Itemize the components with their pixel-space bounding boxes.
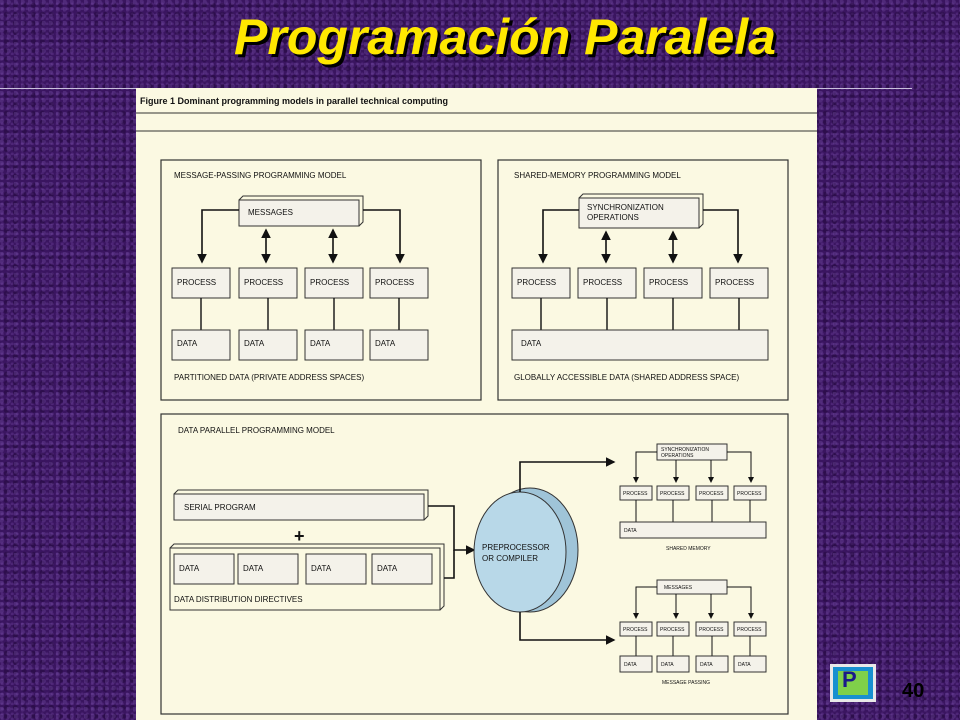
mini-sm-process-1: PROCESS xyxy=(623,491,648,497)
mp-data-4: DATA xyxy=(375,339,396,348)
mini-mp-process-2: PROCESS xyxy=(660,627,685,633)
sm-footer: GLOBALLY ACCESSIBLE DATA (SHARED ADDRESS… xyxy=(514,373,739,382)
mini-mp-process-1: PROCESS xyxy=(623,627,648,633)
mp-messages: MESSAGES xyxy=(248,208,293,217)
dp-data-1: DATA xyxy=(179,564,200,573)
sm-process-1: PROCESS xyxy=(517,278,556,287)
message-passing-model: MESSAGE-PASSING PROGRAMMING MODEL MESSAG… xyxy=(160,159,482,401)
mini-sm-data: DATA xyxy=(624,528,637,534)
dp-serial-program: SERIAL PROGRAM xyxy=(184,503,256,512)
mp-process-1: PROCESS xyxy=(177,278,216,287)
figure-caption: Figure 1 Dominant programming models in … xyxy=(140,96,448,106)
mp-process-2: PROCESS xyxy=(244,278,283,287)
dp-heading: DATA PARALLEL PROGRAMMING MODEL xyxy=(178,426,335,435)
mini-sm-process-3: PROCESS xyxy=(699,491,724,497)
sm-process-2: PROCESS xyxy=(583,278,622,287)
mini-message-passing: MESSAGES PROCESS PROCESS PROCESS PROCESS… xyxy=(619,579,767,686)
mp-data-1: DATA xyxy=(177,339,198,348)
mini-mp-messages: MESSAGES xyxy=(664,585,693,591)
mini-mp-data-2: DATA xyxy=(661,662,674,668)
mp-data-2: DATA xyxy=(244,339,265,348)
mini-mp-data-1: DATA xyxy=(624,662,637,668)
mini-mp-data-3: DATA xyxy=(700,662,713,668)
dp-data-4: DATA xyxy=(377,564,398,573)
slide-title: Programación Paralela xyxy=(234,9,776,65)
dp-directives: DATA DISTRIBUTION DIRECTIVES xyxy=(174,595,303,604)
mini-sm-label: SHARED MEMORY xyxy=(666,546,711,552)
dp-data-2: DATA xyxy=(243,564,264,573)
page-number: 40 xyxy=(902,680,925,702)
mp-process-4: PROCESS xyxy=(375,278,414,287)
dp-plus: + xyxy=(294,526,305,546)
figure-diagram: Figure 1 Dominant programming models in … xyxy=(136,96,817,715)
mini-sm-process-2: PROCESS xyxy=(660,491,685,497)
sm-process-3: PROCESS xyxy=(649,278,688,287)
dp-compiler-line2: OR COMPILER xyxy=(482,554,538,563)
sm-data: DATA xyxy=(521,339,542,348)
logo-glyph: P xyxy=(842,667,857,692)
mp-data-3: DATA xyxy=(310,339,331,348)
mini-sm-process-4: PROCESS xyxy=(737,491,762,497)
data-parallel-model: DATA PARALLEL PROGRAMMING MODEL SERIAL P… xyxy=(160,413,789,715)
shared-memory-model: SHARED-MEMORY PROGRAMMING MODEL SYNCHRON… xyxy=(497,159,789,401)
pc-logo-icon[interactable]: P xyxy=(830,664,876,702)
mp-heading: MESSAGE-PASSING PROGRAMMING MODEL xyxy=(174,171,347,180)
sm-sync-line2: OPERATIONS xyxy=(587,213,639,222)
mini-mp-data-4: DATA xyxy=(738,662,751,668)
mp-footer: PARTITIONED DATA (PRIVATE ADDRESS SPACES… xyxy=(174,373,364,382)
mini-mp-process-4: PROCESS xyxy=(737,627,762,633)
mini-mp-process-3: PROCESS xyxy=(699,627,724,633)
dp-compiler-line1: PREPROCESSOR xyxy=(482,543,550,552)
sm-heading: SHARED-MEMORY PROGRAMMING MODEL xyxy=(514,171,681,180)
mini-mp-label: MESSAGE PASSING xyxy=(662,680,710,686)
mini-shared-memory: SYNCHRONIZATION OPERATIONS PROCESS PROCE… xyxy=(619,443,767,552)
dp-data-3: DATA xyxy=(311,564,332,573)
mp-process-3: PROCESS xyxy=(310,278,349,287)
mini-sm-sync-2: OPERATIONS xyxy=(661,453,694,459)
parallel-models-figure: Figure 1 Dominant programming models in … xyxy=(136,88,817,720)
sm-process-4: PROCESS xyxy=(715,278,754,287)
mini-sm-sync-1: SYNCHRONIZATION xyxy=(661,447,709,453)
logo-inner xyxy=(838,671,868,695)
sm-sync-line1: SYNCHRONIZATION xyxy=(587,203,664,212)
